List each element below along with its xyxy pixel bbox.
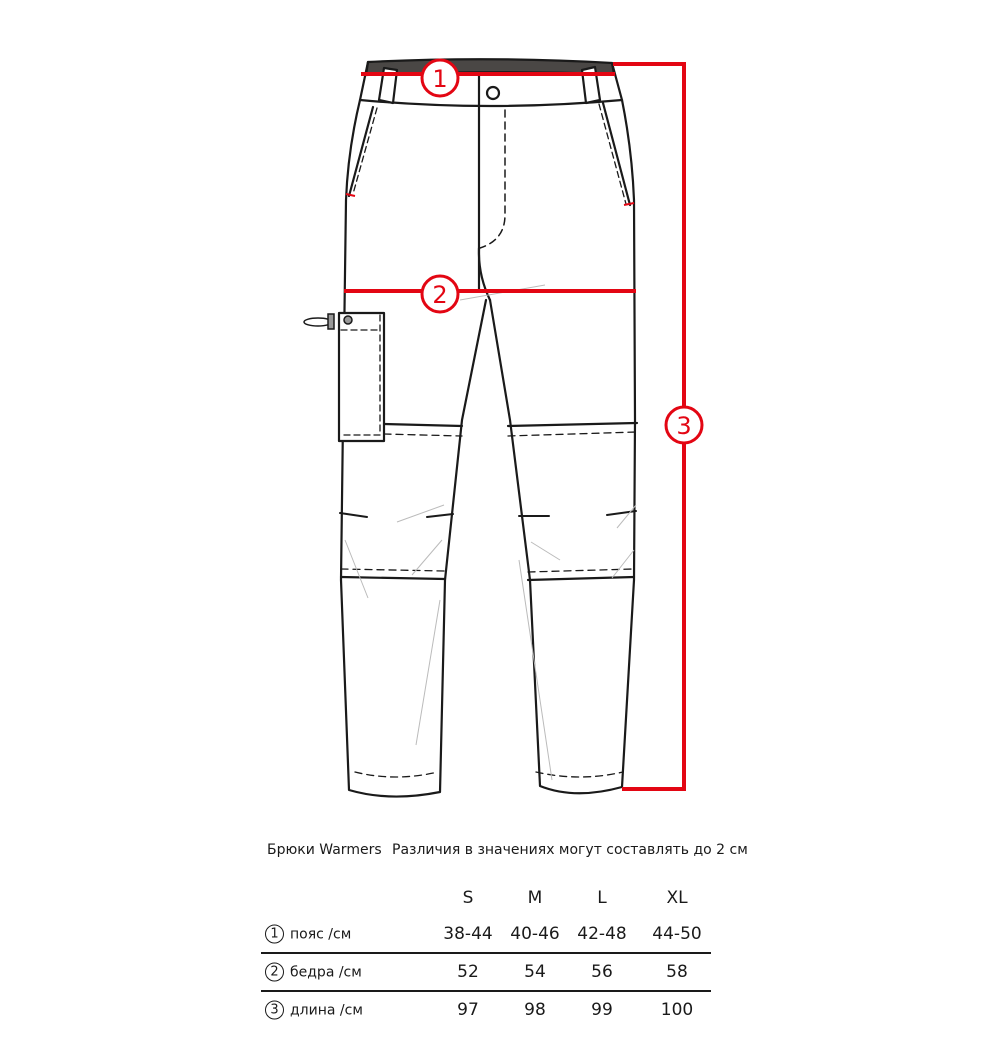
tolerance-note: Различия в значениях могут составлять до…	[392, 842, 748, 858]
cell-value: 54	[524, 962, 546, 982]
cell-value: 44-50	[652, 924, 702, 944]
cell-value: 58	[666, 962, 688, 982]
size-l: L	[597, 888, 607, 908]
row-label: 3 длина /см	[265, 1000, 363, 1020]
cell-value: 42-48	[577, 924, 627, 944]
cell-value: 100	[660, 1000, 694, 1020]
cell-value: 40-46	[510, 924, 560, 944]
svg-text:2: 2	[432, 281, 447, 309]
size-xl: XL	[666, 888, 688, 908]
product-name: Брюки Warmers	[267, 842, 382, 858]
svg-text:3: 3	[676, 412, 691, 440]
marker-1-label: 1	[432, 65, 447, 93]
row-label-text: бедра /см	[290, 964, 362, 980]
number-circle-icon: 2	[265, 962, 284, 982]
row-label: 2 бедра /см	[265, 962, 362, 982]
marker-1	[420, 58, 460, 98]
size-s: S	[462, 888, 474, 908]
cell-value: 38-44	[443, 924, 493, 944]
number-circle-icon: 3	[265, 1000, 284, 1020]
size-m: M	[527, 888, 543, 908]
size-table: S M L XL 1 пояс /см 38-44 40-46 42-48 44…	[261, 880, 711, 1028]
size-header-row: S M L XL	[261, 880, 711, 916]
table-row-hips: 2 бедра /см 52 54 56 58	[261, 954, 711, 992]
trousers-diagram: 1 2 3	[303, 58, 704, 798]
cell-value: 56	[591, 962, 613, 982]
row-label-text: пояс /см	[290, 926, 352, 942]
row-label-text: длина /см	[290, 1002, 363, 1018]
cell-value: 98	[524, 1000, 546, 1020]
cell-value: 97	[457, 1000, 479, 1020]
number-circle-icon: 1	[265, 924, 284, 944]
table-row-waist: 1 пояс /см 38-44 40-46 42-48 44-50	[261, 916, 711, 954]
cell-value: 99	[591, 1000, 613, 1020]
table-row-length: 3 длина /см 97 98 99 100	[261, 992, 711, 1028]
cell-value: 52	[457, 962, 479, 982]
row-label: 1 пояс /см	[265, 924, 352, 944]
